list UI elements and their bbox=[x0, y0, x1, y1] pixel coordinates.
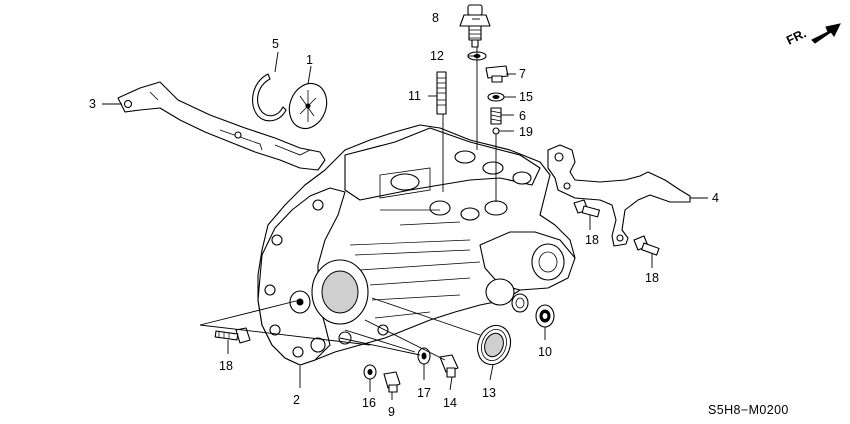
steel-ball bbox=[492, 127, 500, 135]
callout-4: 4 bbox=[712, 191, 719, 205]
callout-16: 16 bbox=[362, 396, 376, 410]
callout-18-upper: 18 bbox=[585, 233, 599, 247]
callout-13: 13 bbox=[482, 386, 496, 400]
callout-7: 7 bbox=[519, 67, 526, 81]
callout-14: 14 bbox=[443, 396, 457, 410]
diagram-code: S5H8−M0200 bbox=[708, 403, 789, 417]
oil-seal-10 bbox=[535, 304, 555, 328]
callout-5: 5 bbox=[272, 37, 279, 51]
callout-15: 15 bbox=[519, 90, 533, 104]
flange-bolt-19 bbox=[214, 327, 251, 344]
callout-11: 11 bbox=[408, 89, 421, 103]
backup-light-switch bbox=[459, 4, 491, 48]
oil-seal-small bbox=[511, 293, 529, 313]
callout-19: 18 bbox=[219, 359, 233, 373]
front-direction-indicator: FR. bbox=[784, 23, 841, 48]
flange-bolt-18-lower bbox=[633, 235, 660, 256]
front-arrow-icon bbox=[811, 23, 841, 44]
callout-3: 3 bbox=[89, 97, 96, 111]
washer-17 bbox=[417, 347, 431, 365]
sealing-bolt-7 bbox=[485, 65, 509, 83]
oil-guide-plate bbox=[288, 82, 328, 130]
callout-6: 6 bbox=[519, 109, 526, 123]
leader-lines bbox=[102, 18, 708, 400]
shift-bracket bbox=[117, 81, 326, 171]
washer-15 bbox=[487, 92, 505, 102]
oil-seal-13 bbox=[476, 324, 512, 366]
callout-12: 12 bbox=[430, 49, 444, 63]
spring bbox=[490, 107, 502, 125]
front-label: FR. bbox=[784, 26, 808, 47]
callout-8: 8 bbox=[432, 11, 439, 25]
snap-ring bbox=[252, 73, 287, 122]
drain-plug-9 bbox=[383, 371, 401, 393]
callout-20: 19 bbox=[519, 125, 533, 139]
callout-10: 10 bbox=[538, 345, 552, 359]
callout-2: 2 bbox=[293, 393, 300, 407]
callout-numbers: 3 5 1 8 12 7 15 6 19 11 4 18 18 10 13 14… bbox=[89, 11, 719, 419]
harness-bracket bbox=[547, 144, 691, 247]
drain-bolt-14 bbox=[439, 354, 459, 378]
washer-16 bbox=[363, 364, 377, 380]
callout-17: 17 bbox=[417, 386, 431, 400]
stud-bolt bbox=[436, 71, 447, 115]
callout-18-lower: 18 bbox=[645, 271, 659, 285]
flange-bolt-18-upper bbox=[573, 199, 601, 218]
callout-9: 9 bbox=[388, 405, 395, 419]
callout-1: 1 bbox=[306, 53, 313, 67]
